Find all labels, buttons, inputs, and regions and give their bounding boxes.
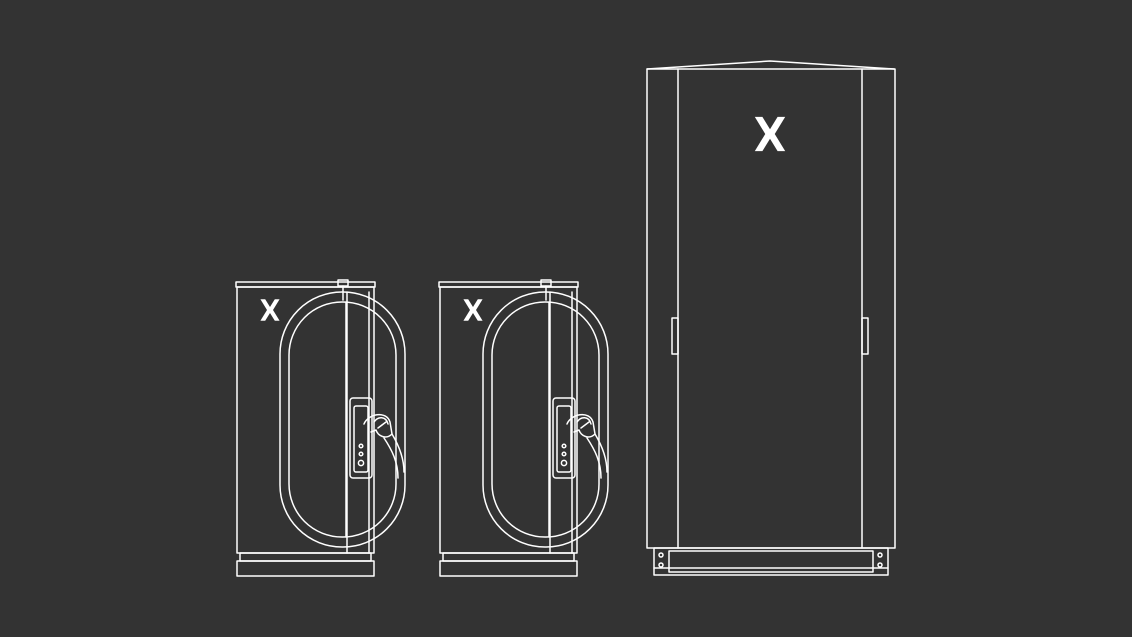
charger-2: [438, 279, 609, 577]
x-logo-icon: [260, 299, 280, 321]
charger-1: [235, 279, 406, 577]
power-cabinet: [646, 60, 896, 576]
x-logo-icon: [463, 299, 483, 321]
x-logo-icon: [754, 116, 786, 152]
